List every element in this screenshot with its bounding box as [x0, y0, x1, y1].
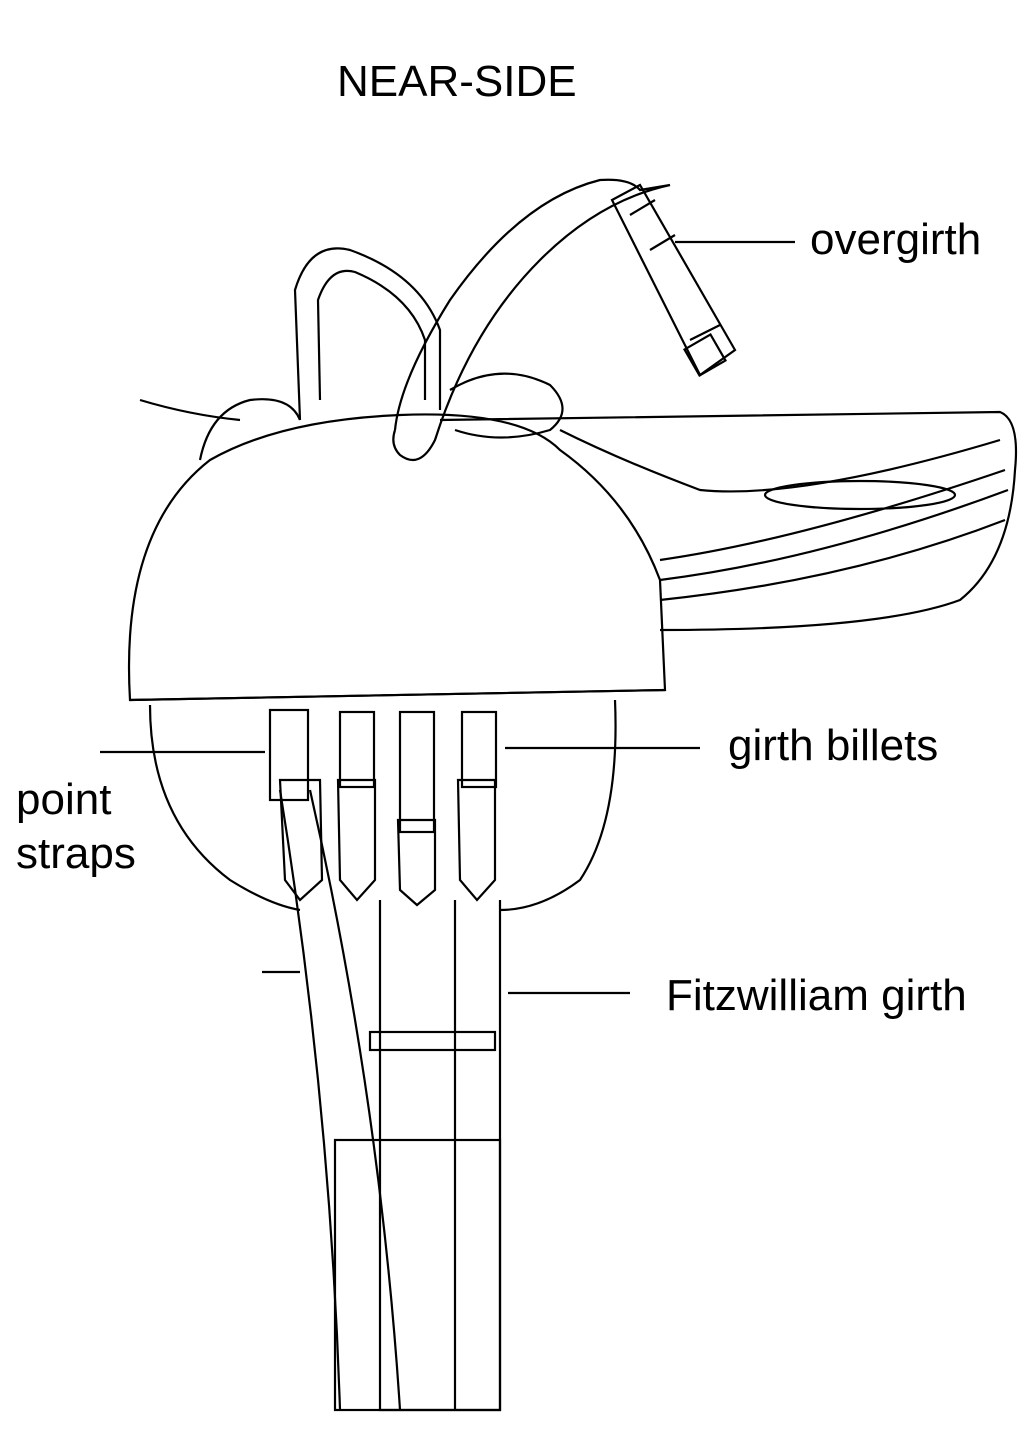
overgirth-strap [392, 178, 671, 462]
label-point-straps-line2: straps [16, 829, 136, 878]
saddle-seat [439, 410, 1018, 632]
saddle-knee-roll [763, 479, 957, 511]
saddle-seat-line [559, 429, 1001, 493]
saddle-panel-lines [659, 468, 1009, 602]
overgirth-buckle-end [610, 183, 737, 377]
label-overgirth: overgirth [810, 215, 982, 264]
horse-contour [139, 398, 241, 422]
seat-flap-inner [316, 269, 427, 401]
fitzwilliam-girth [378, 900, 502, 1412]
diagram-title: NEAR-SIDE [337, 57, 577, 106]
girth-outer [333, 1138, 502, 1412]
under-panel [148, 699, 617, 912]
label-point-straps-line1: point [16, 775, 112, 824]
overgirth-buckle [683, 333, 727, 377]
girth-keeper [368, 1030, 497, 1052]
saddle-flap [127, 413, 667, 702]
girth-billets [268, 708, 498, 834]
buckles [278, 778, 497, 907]
label-girth-billets: girth billets [728, 721, 939, 770]
girth-side-strap [278, 789, 402, 1411]
pommel [449, 372, 564, 439]
label-fitzwilliam-girth: Fitzwilliam girth [666, 971, 967, 1020]
saddle-roll-left [198, 398, 302, 461]
leader-lines [100, 240, 795, 995]
saddle-flap-bottom [129, 688, 666, 702]
seat-flap [293, 247, 442, 421]
